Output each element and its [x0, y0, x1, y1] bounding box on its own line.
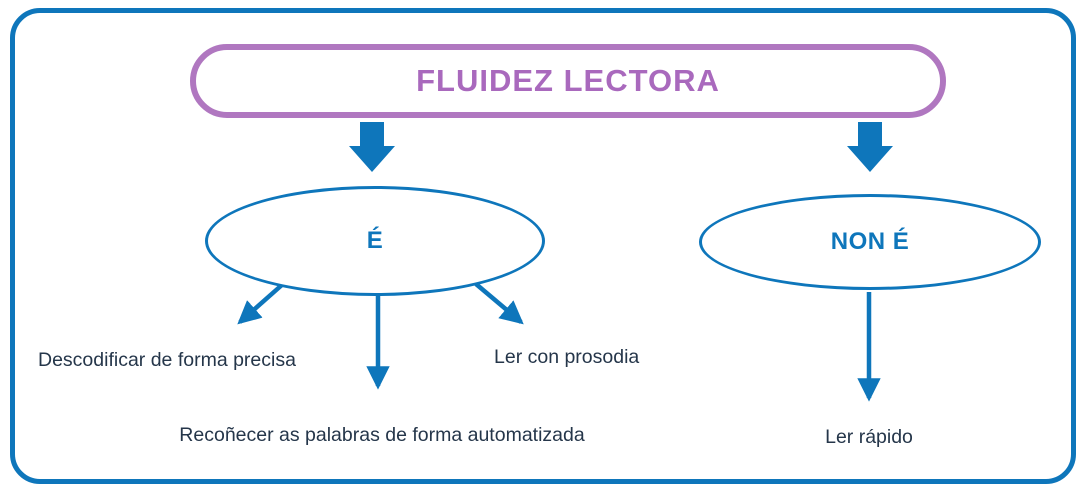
diagram-border — [10, 8, 1076, 484]
leaf-prosodia: Ler con prosodia — [494, 346, 640, 368]
node-e: É — [205, 186, 545, 296]
node-non-e: NON É — [699, 194, 1041, 290]
leaf-descodificar: Descodificar de forma precisa — [38, 349, 296, 371]
leaf-reconecer: Recoñecer as palabras de forma automatiz… — [179, 424, 585, 446]
node-e-label: É — [366, 227, 384, 254]
title-box: FLUIDEZ LECTORA — [190, 44, 946, 118]
diagram-title: FLUIDEZ LECTORA — [416, 63, 720, 98]
leaf-rapido: Ler rápido — [825, 426, 913, 448]
node-non-e-label: NON É — [830, 228, 910, 255]
